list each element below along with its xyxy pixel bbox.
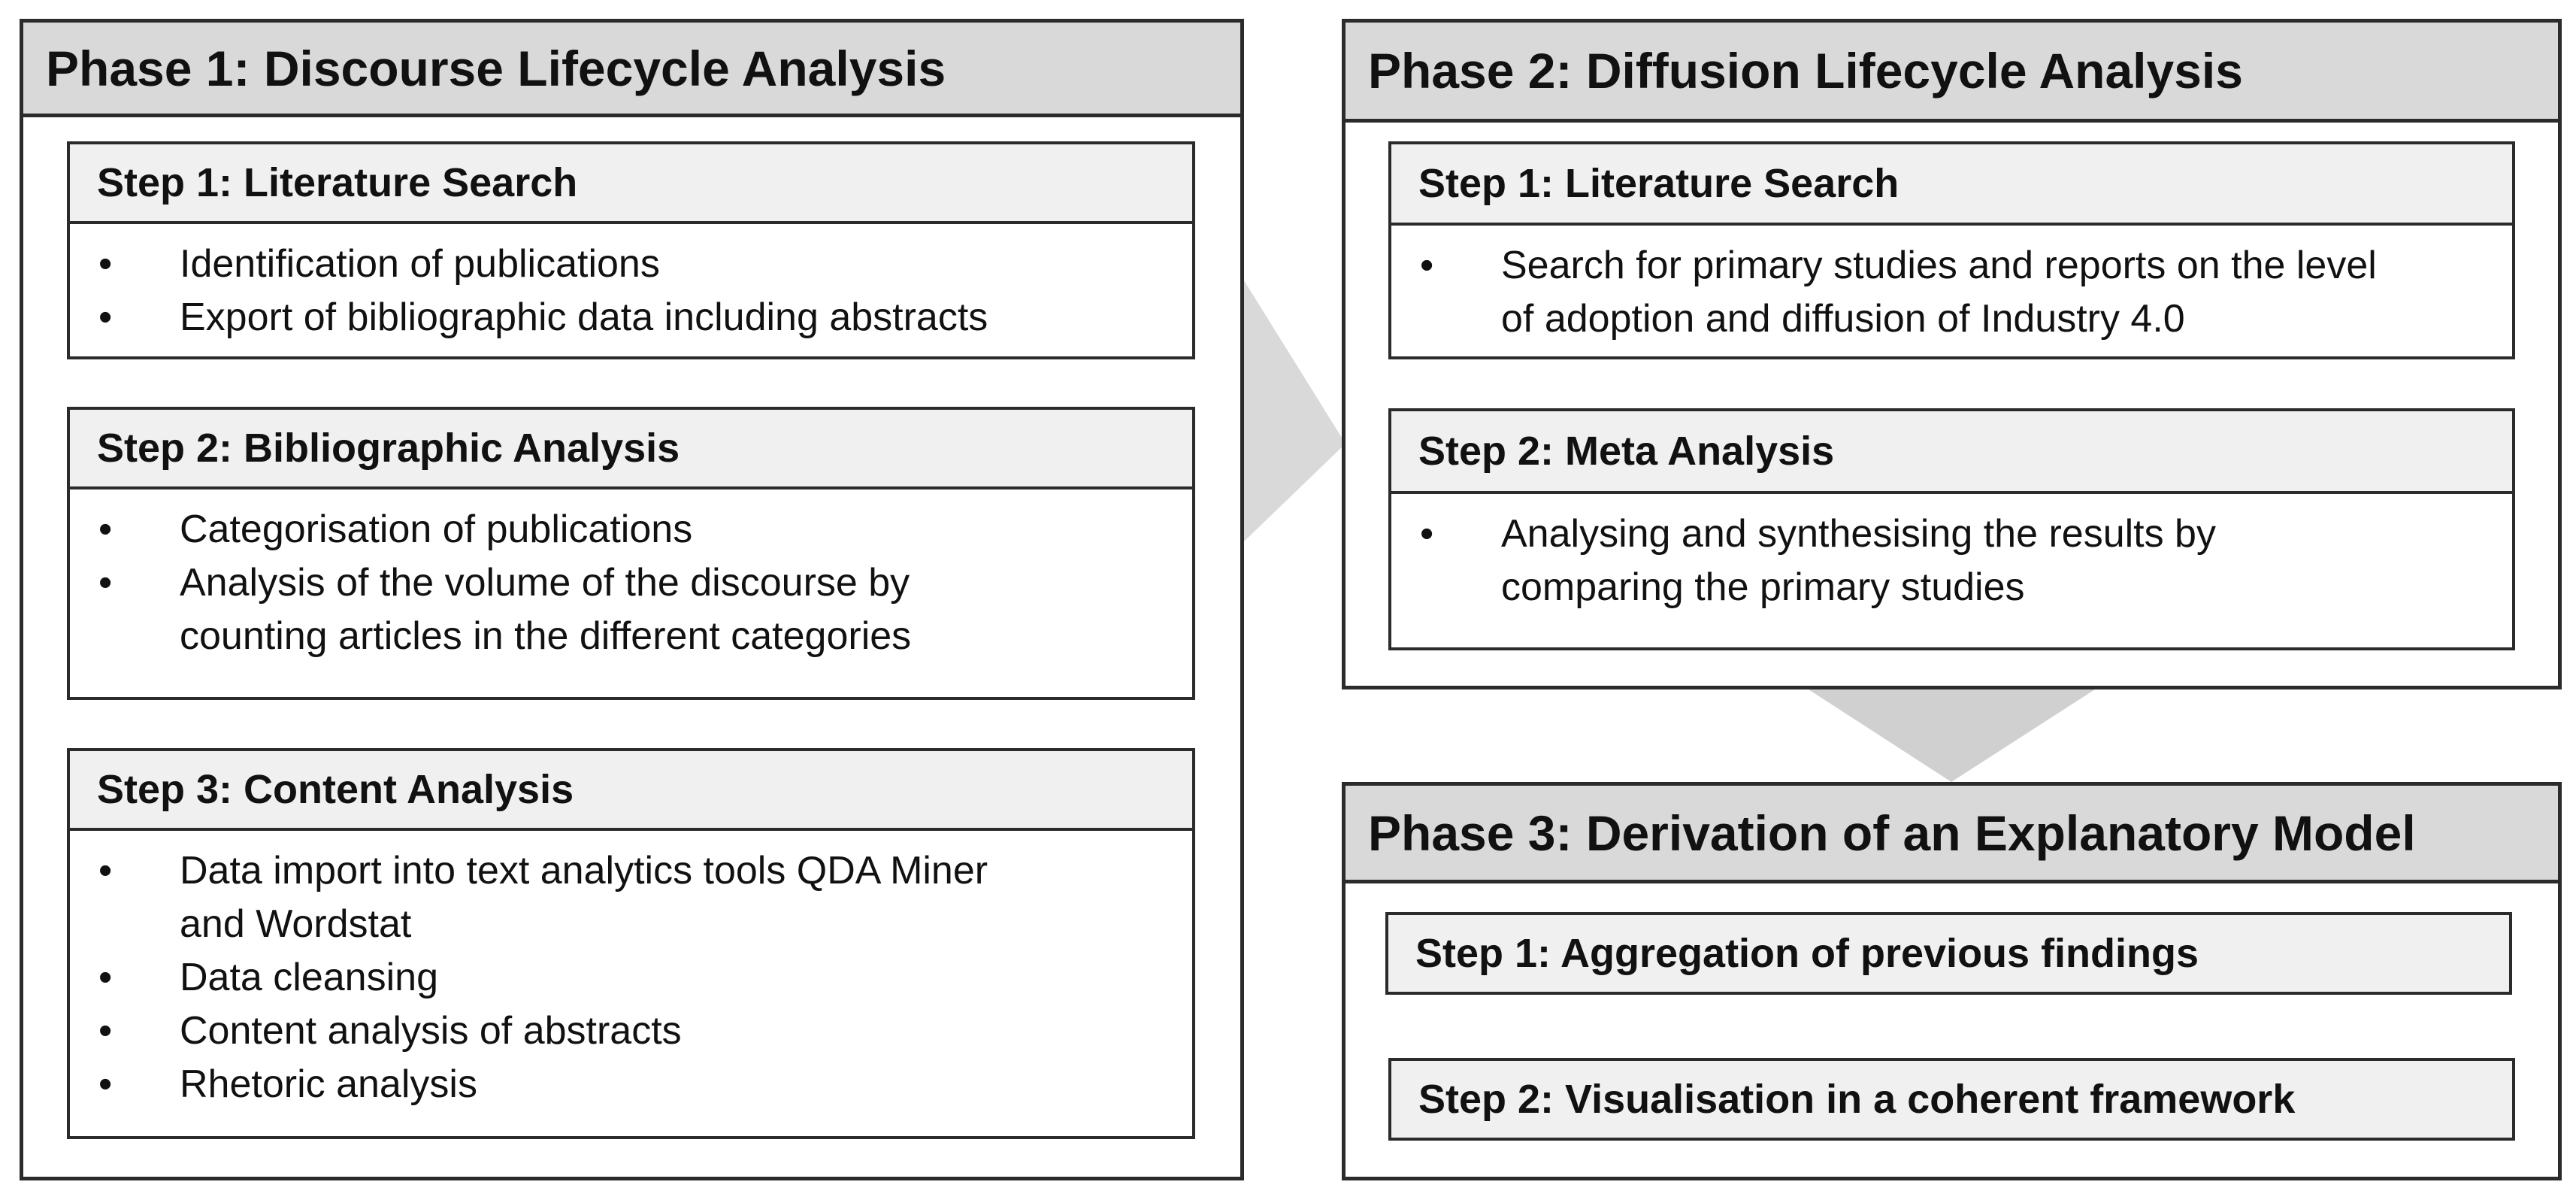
phase1-step1: Step 1: Literature Search •Identificatio… — [67, 141, 1195, 359]
phase2-step1-title: Step 1: Literature Search — [1391, 144, 2512, 226]
phase2-title: Phase 2: Diffusion Lifecycle Analysis — [1346, 23, 2558, 123]
bullet-item: •Search for primary studies and reports … — [1420, 244, 2377, 287]
bullet-continuation: counting articles in the different categ… — [180, 614, 912, 658]
bullet-item: •Data cleansing — [98, 956, 438, 999]
phase3-step2-title: Step 2: Visualisation in a coherent fram… — [1391, 1061, 2512, 1138]
bullet-item: •Rhetoric analysis — [98, 1062, 477, 1106]
phase3-step1-title: Step 1: Aggregation of previous findings — [1388, 915, 2509, 992]
bullet-continuation: comparing the primary studies — [1501, 565, 2025, 609]
bullet-continuation: and Wordstat — [180, 902, 412, 946]
bullet-continuation: of adoption and diffusion of Industry 4.… — [1501, 297, 2185, 341]
bullet-item: •Analysis of the volume of the discourse… — [98, 561, 910, 605]
phase1-step2-title: Step 2: Bibliographic Analysis — [70, 410, 1192, 489]
phase1-step3: Step 3: Content Analysis •Data import in… — [67, 748, 1195, 1139]
bullet-item: •Content analysis of abstracts — [98, 1009, 682, 1053]
bullet-item: •Categorisation of publications — [98, 508, 693, 551]
bullet-item: •Analysing and synthesising the results … — [1420, 512, 2216, 556]
phase1-step1-title: Step 1: Literature Search — [70, 144, 1192, 224]
bullet-item: •Data import into text analytics tools Q… — [98, 849, 988, 892]
phase2-to-phase3-arrow — [1806, 688, 2097, 782]
phase1-step3-title: Step 3: Content Analysis — [70, 751, 1192, 831]
phase1-title: Phase 1: Discourse Lifecycle Analysis — [23, 23, 1240, 117]
phase3-title: Phase 3: Derivation of an Explanatory Mo… — [1346, 786, 2558, 883]
phase3-step1: Step 1: Aggregation of previous findings — [1385, 912, 2512, 995]
phase1-step2: Step 2: Bibliographic Analysis •Categori… — [67, 407, 1195, 700]
bullet-item: •Identification of publications — [98, 242, 660, 286]
bullet-item: •Export of bibliographic data including … — [98, 295, 988, 339]
phase3-step2: Step 2: Visualisation in a coherent fram… — [1388, 1058, 2515, 1141]
phase2-step2: Step 2: Meta Analysis •Analysing and syn… — [1388, 408, 2515, 650]
phase2-step1: Step 1: Literature Search •Search for pr… — [1388, 141, 2515, 359]
phase2-step2-title: Step 2: Meta Analysis — [1391, 411, 2512, 494]
